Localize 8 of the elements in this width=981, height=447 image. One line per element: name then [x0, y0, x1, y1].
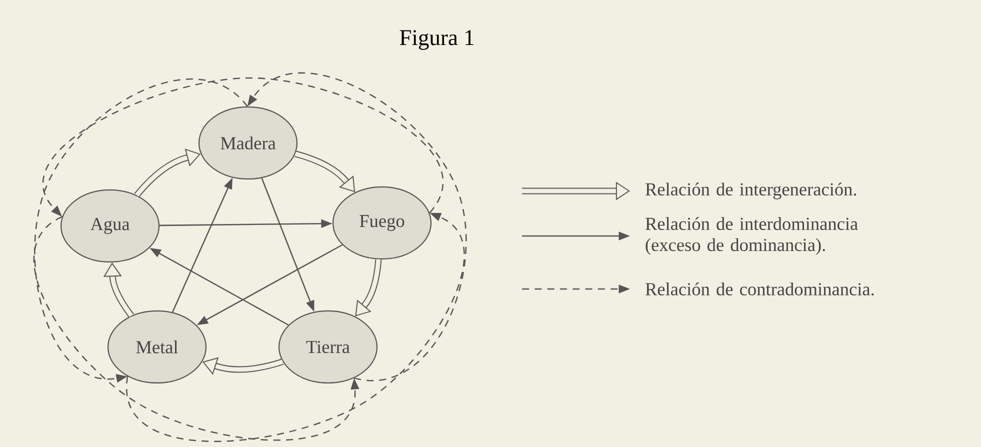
legend-text: Relación de contradominancia.: [646, 282, 874, 296]
hollow-arrow: [103, 262, 134, 318]
dashed-arrow: [126, 212, 465, 442]
hollow-arrow: [355, 259, 382, 316]
hollow-arrow: [294, 150, 356, 192]
title: Figura 1: [400, 30, 474, 50]
legend-text: Relación de interdominancia (exceso de dominancia).: [646, 217, 858, 255]
legend-text: Relación de intergeneración.: [646, 182, 856, 200]
